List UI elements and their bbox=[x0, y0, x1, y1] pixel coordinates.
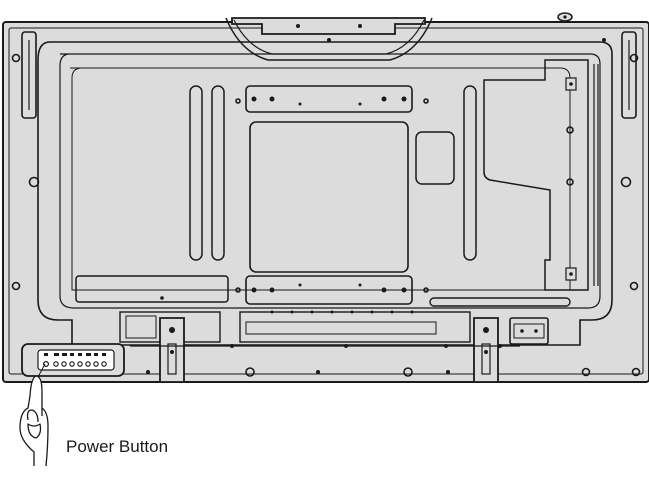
power-button-icon[interactable] bbox=[42, 361, 49, 368]
screw-holes bbox=[11, 53, 641, 377]
top-mount-bracket bbox=[245, 85, 413, 113]
power-button-label: Power Button bbox=[66, 437, 169, 456]
control-button-markings bbox=[44, 353, 106, 356]
left-stand-foot bbox=[159, 317, 185, 383]
inner-body bbox=[37, 41, 613, 346]
vent-slots bbox=[189, 85, 477, 261]
right-terminal-panel bbox=[483, 59, 599, 291]
bottom-mount-bracket bbox=[245, 275, 413, 305]
power-button-panel[interactable] bbox=[21, 343, 125, 377]
center-panel bbox=[249, 121, 409, 273]
left-side-handle bbox=[21, 31, 37, 119]
bottom-right-slot bbox=[429, 297, 571, 307]
ac-inlet bbox=[509, 317, 549, 345]
bottom-left-bracket bbox=[75, 275, 229, 303]
right-stand-foot bbox=[473, 317, 499, 383]
right-side-handle bbox=[621, 31, 637, 119]
hand-pointing-icon bbox=[19, 375, 49, 467]
control-buttons bbox=[53, 361, 107, 367]
rear-panel bbox=[2, 21, 649, 383]
small-recess bbox=[415, 131, 455, 185]
callout-line bbox=[37, 363, 46, 378]
